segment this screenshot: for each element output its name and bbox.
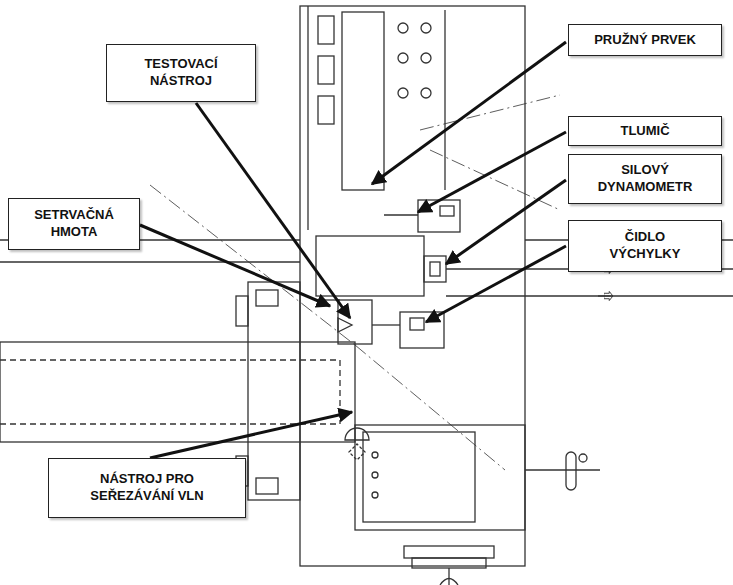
callout-label: NÁSTROJ PRO SEŘEZÁVÁNÍ VLN — [67, 471, 227, 505]
callout-label: TLUMIČ — [620, 123, 669, 140]
callout-label: SETRVAČNÁ HMOTA — [19, 207, 129, 241]
callout-label: ČIDLO VÝCHYLKY — [589, 229, 701, 263]
callout-box: TESTOVACÍ NÁSTROJ — [106, 44, 256, 102]
callout-label: SILOVÝ DYNAMOMETR — [589, 162, 701, 196]
callout-box: SETRVAČNÁ HMOTA — [8, 198, 140, 250]
callout-box: TLUMIČ — [568, 116, 722, 146]
callout-box: NÁSTROJ PRO SEŘEZÁVÁNÍ VLN — [48, 458, 246, 518]
callout-label: PRUŽNÝ PRVEK — [594, 32, 696, 49]
callout-box: PRUŽNÝ PRVEK — [568, 24, 722, 56]
callout-box: SILOVÝ DYNAMOMETR — [568, 154, 722, 204]
callout-label: TESTOVACÍ NÁSTROJ — [119, 56, 243, 90]
callout-box: ČIDLO VÝCHYLKY — [568, 220, 722, 272]
